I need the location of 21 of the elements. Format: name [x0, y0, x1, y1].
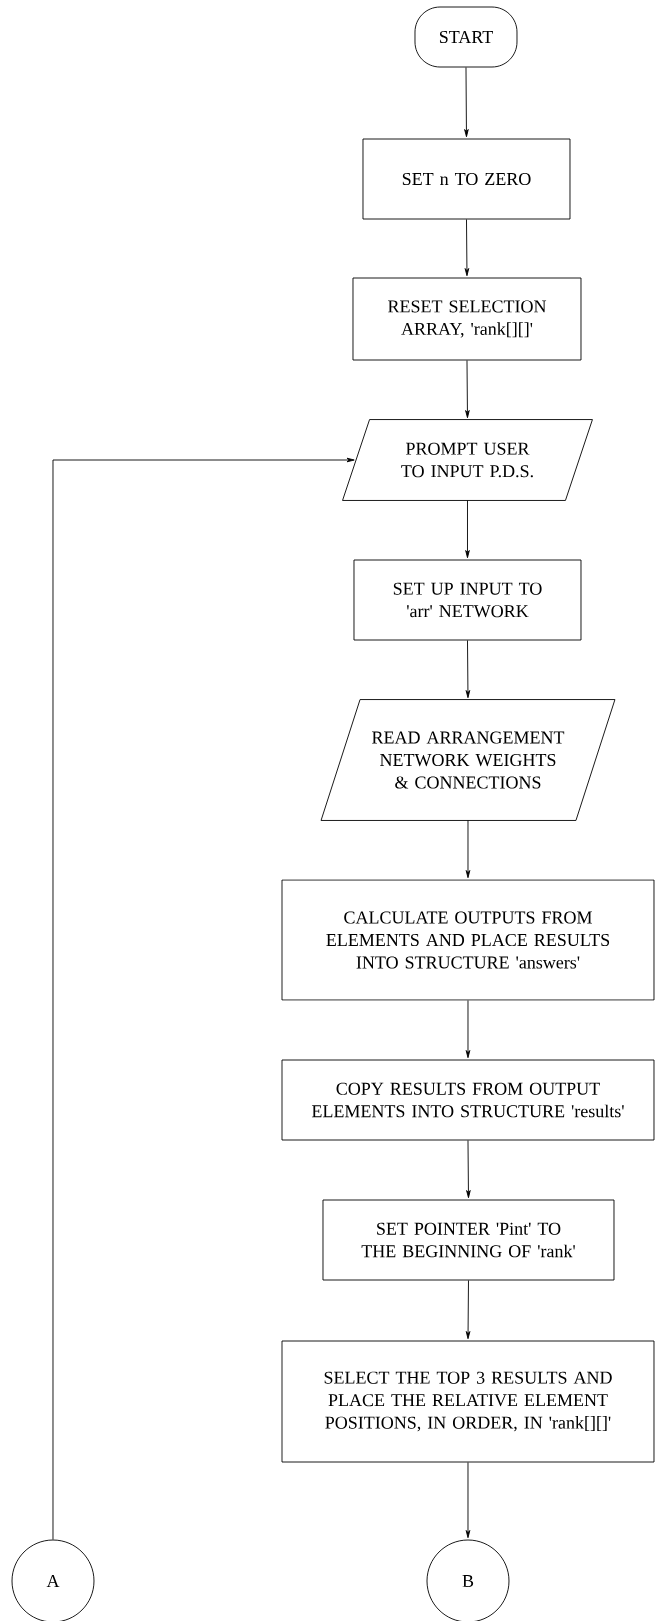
arrow [466, 1140, 471, 1199]
process-box: COPY RESULTS FROM OUTPUT ELEMENTS INTO STRUCTURE 'results' [281, 1059, 655, 1141]
process-box: SELECT THE TOP 3 RESULTS AND PLACE THE RELATIVE ELEMENT POSITIONS, IN ORDER, IN 'rank[][]' [281, 1340, 655, 1463]
process-box: SET POINTER 'Pint' TO THE BEGINNING OF 'rank' [322, 1199, 615, 1281]
process-box: SET n TO ZERO [362, 138, 571, 220]
arrow [464, 219, 470, 277]
start-terminal: START [414, 6, 518, 68]
arrow [465, 1280, 471, 1340]
arrow [465, 640, 471, 699]
arrow [465, 820, 471, 879]
arrow [465, 360, 470, 419]
process-box: CALCULATE OUTPUTS FROM ELEMENTS AND PLACE RESULTS INTO STRUCTURE 'answers' [281, 879, 655, 1001]
arrow [465, 1462, 471, 1539]
process-box: SET UP INPUT TO 'arr' NETWORK [353, 559, 582, 641]
arrow [465, 1000, 471, 1059]
process-box: RESET SELECTION ARRAY, 'rank[][]' [352, 277, 582, 361]
input-parallelogram: PROMPT USER TO INPUT P.D.S. [342, 419, 593, 501]
arrow [52, 457, 355, 1540]
arrow [464, 67, 469, 138]
input-parallelogram: READ ARRANGEMENT NETWORK WEIGHTS & CONNECTIONS [320, 699, 616, 821]
arrow [465, 500, 470, 559]
